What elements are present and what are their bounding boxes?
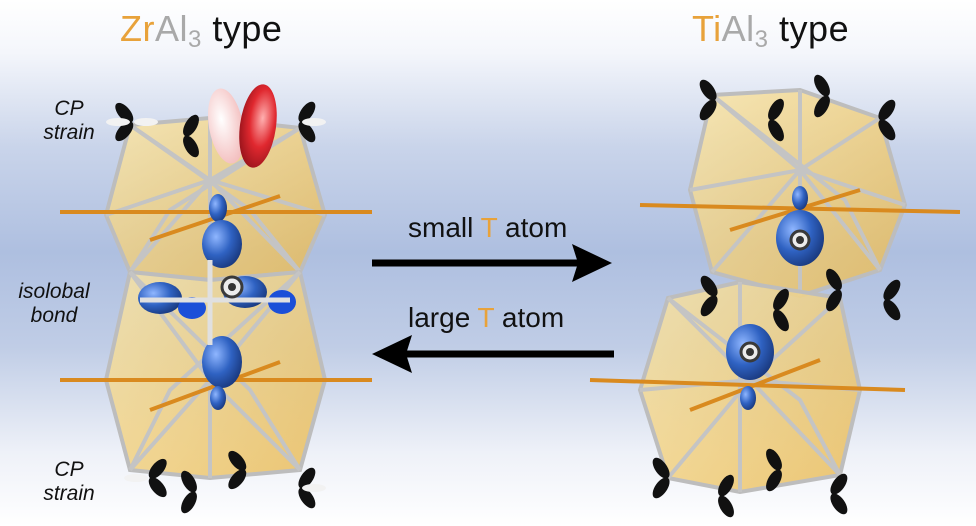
zral3-structure — [60, 84, 372, 514]
black-lobes-left — [106, 101, 326, 514]
orbital-lobes-left — [138, 194, 296, 410]
title-right-element-al: Al — [721, 8, 755, 49]
arrow-right — [372, 244, 612, 282]
title-tial3-type: TiAl3 type — [692, 8, 849, 54]
title-left-subscript: 3 — [188, 26, 202, 53]
title-right-element-t: Ti — [692, 8, 722, 49]
label-cp-top-line2: strain — [43, 121, 95, 144]
label-cp-top-line1: CP — [54, 97, 84, 120]
arrow-left — [372, 335, 614, 373]
label-isolobal-line2: bond — [30, 304, 78, 327]
transform-arrows — [372, 244, 614, 373]
arrow-small-highlight: T — [480, 212, 498, 243]
title-right-suffix: type — [779, 8, 850, 49]
arrow-large-highlight: T — [477, 302, 495, 333]
arrow-label-small-t-atom: small T atom — [408, 212, 567, 244]
title-left-element-al: Al — [154, 8, 188, 49]
label-cp-strain-bottom: CP strain — [19, 458, 119, 506]
arrow-small-prefix: small — [408, 212, 481, 243]
label-isolobal-bond: isolobal bond — [4, 280, 104, 328]
arrow-large-suffix: atom — [494, 302, 565, 333]
label-cp-strain-top: CP strain — [19, 97, 119, 145]
arrow-label-large-t-atom: large T atom — [408, 302, 564, 334]
label-cp-bottom-line2: strain — [43, 482, 95, 505]
orbital-lobes-right — [726, 186, 824, 410]
title-left-suffix: type — [212, 8, 283, 49]
black-lobes-right — [652, 74, 901, 518]
label-cp-bottom-line1: CP — [54, 458, 84, 481]
arrow-large-prefix: large — [408, 302, 478, 333]
label-isolobal-line1: isolobal — [18, 280, 90, 303]
title-zral3-type: ZrAl3 type — [120, 8, 282, 54]
strain-lobe-red — [208, 84, 277, 168]
title-left-element-t: Zr — [120, 8, 155, 49]
title-right-subscript: 3 — [754, 26, 769, 53]
arrow-small-suffix: atom — [497, 212, 568, 243]
tial3-structure — [589, 74, 961, 518]
